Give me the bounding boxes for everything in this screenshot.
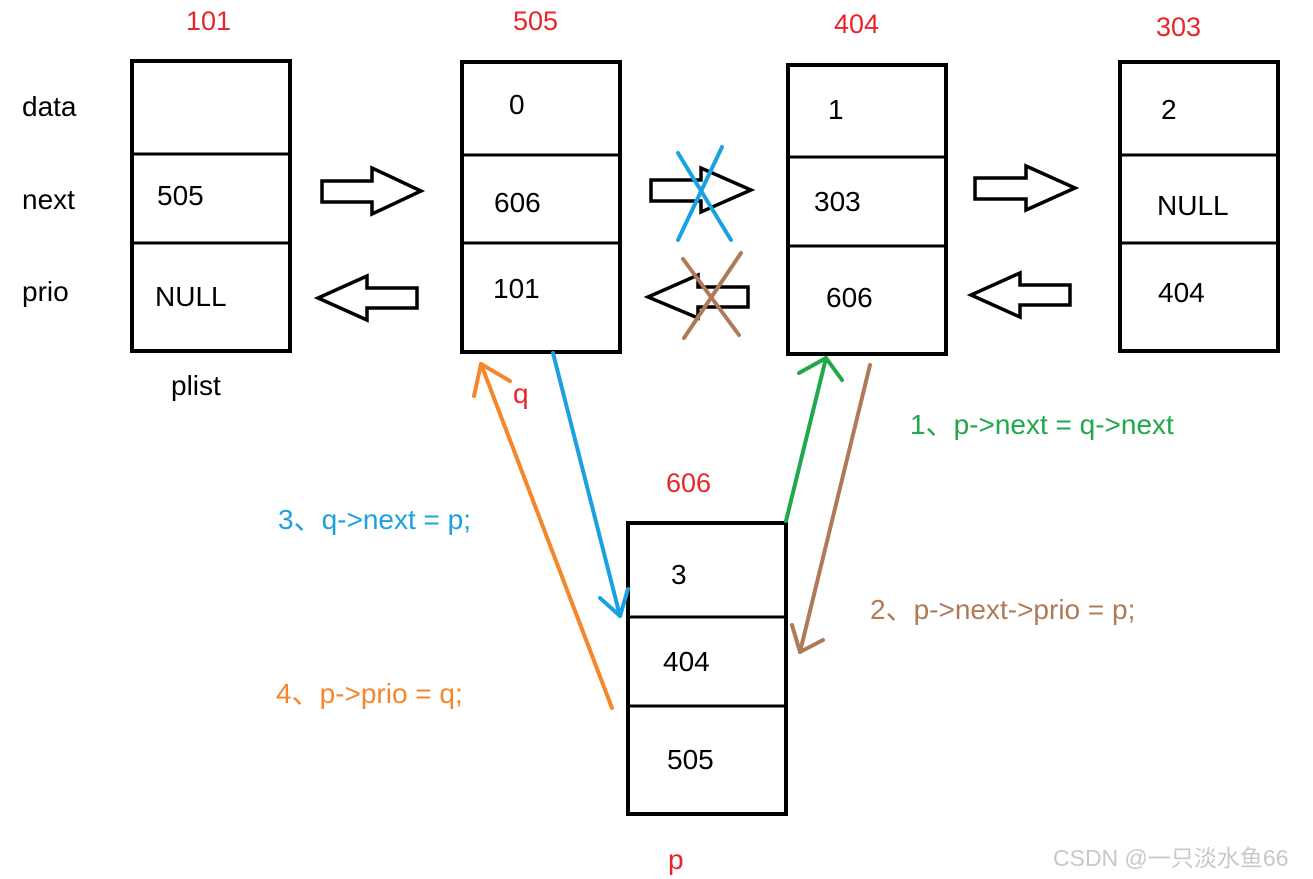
step4-arrowhead: [472, 362, 512, 398]
node-404-box: [786, 63, 948, 356]
node-404-prio: 606: [826, 282, 873, 313]
field-label-data: data: [22, 91, 77, 122]
node-p: 606 3 404 505 p: [626, 468, 788, 875]
step3-arrowhead: [598, 587, 630, 618]
node-plist-prio: NULL: [155, 281, 227, 312]
node-p-next: 404: [663, 646, 710, 677]
node-plist: 101 505 NULL plist: [130, 6, 292, 401]
node-404: 404 1 303 606: [786, 9, 948, 356]
node-303-box: [1118, 60, 1280, 353]
node-p-data: 3: [671, 559, 687, 590]
next-arrow-plist-to-q: [320, 165, 426, 217]
step2-link-arrow: [790, 363, 872, 654]
node-303: 303 2 NULL 404: [1118, 12, 1280, 353]
cross-next-stroke-2: [676, 145, 724, 242]
step4-link-arrow: [472, 362, 614, 710]
step1-caption: 1、p->next = q->next: [910, 409, 1174, 440]
step4-caption: 4、p->prio = q;: [276, 678, 463, 709]
node-q-box: [460, 60, 622, 354]
prio-arrow-303-to-404: [966, 270, 1072, 320]
node-303-data: 2: [1161, 94, 1177, 125]
step2-caption: 2、p->next->prio = p;: [870, 594, 1135, 625]
node-303-prio: 404: [1158, 277, 1205, 308]
node-q: 505 0 606 101 q: [460, 6, 622, 409]
prio-arrow-q-to-plist: [313, 273, 419, 323]
node-q-data: 0: [509, 89, 525, 120]
node-404-next: 303: [814, 186, 861, 217]
node-p-prio: 505: [667, 744, 714, 775]
node-plist-name: plist: [171, 370, 221, 401]
step2-arrowhead: [790, 623, 825, 654]
step1-link-arrow: [784, 356, 844, 523]
node-p-address: 606: [666, 468, 711, 498]
node-q-next: 606: [494, 187, 541, 218]
field-label-prio: prio: [22, 276, 69, 307]
node-q-prio: 101: [493, 273, 540, 304]
step3-line: [551, 351, 622, 618]
next-arrow-404-to-303: [973, 163, 1080, 213]
watermark: CSDN @一只淡水鱼66: [1053, 845, 1289, 871]
node-q-address: 505: [513, 6, 558, 36]
removed-prio-link-cross: [681, 251, 743, 340]
step2-line: [798, 363, 872, 654]
node-p-box: [626, 521, 788, 816]
removed-next-link-cross: [676, 145, 733, 242]
node-404-address: 404: [834, 9, 879, 39]
step4-line: [479, 362, 614, 710]
field-label-next: next: [22, 184, 75, 215]
node-plist-address: 101: [186, 6, 231, 36]
prio-arrow-404-to-q: [643, 272, 750, 321]
node-303-next: NULL: [1157, 190, 1229, 221]
step3-caption: 3、q->next = p;: [278, 504, 471, 535]
cross-next-stroke-1: [676, 151, 733, 242]
node-plist-next: 505: [157, 180, 204, 211]
node-404-data: 1: [828, 94, 844, 125]
node-303-address: 303: [1156, 12, 1201, 42]
step3-link-arrow: [551, 351, 630, 618]
step1-arrowhead: [797, 356, 844, 382]
node-p-name: p: [668, 844, 684, 875]
node-plist-box: [130, 59, 292, 353]
cross-prio-stroke-2: [682, 251, 743, 340]
step1-line: [784, 356, 828, 523]
node-q-name: q: [513, 378, 529, 409]
